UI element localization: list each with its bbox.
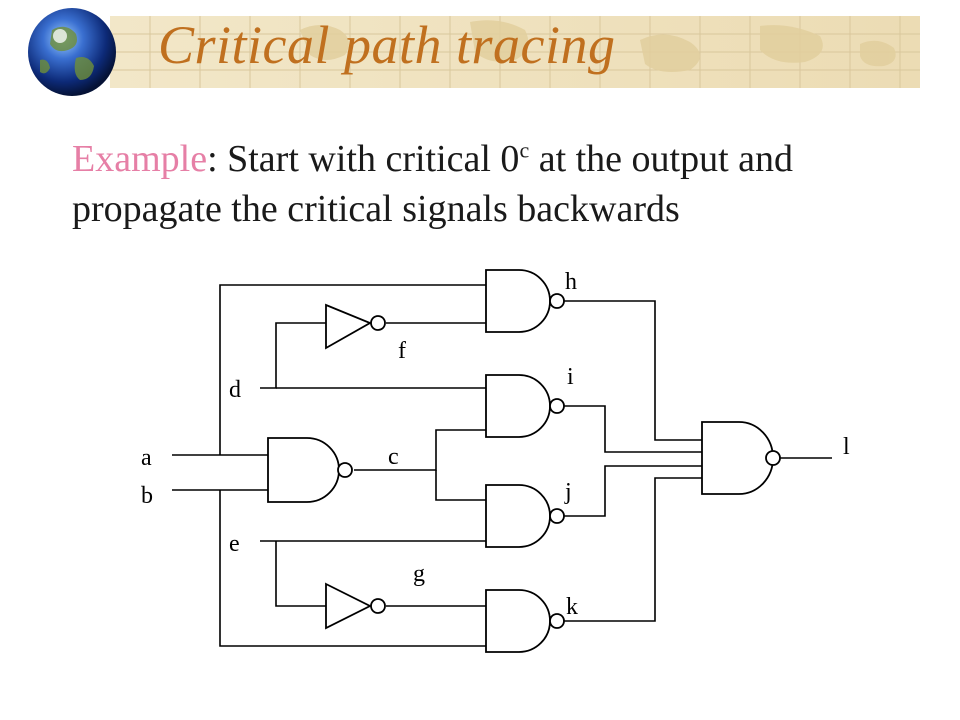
nand-gate-l	[701, 421, 774, 495]
nand-gate-h	[485, 269, 551, 333]
nand-gate-i-bubble	[549, 398, 565, 414]
signal-label-g: g	[413, 561, 425, 587]
critical-superscript: c	[519, 137, 530, 163]
signal-label-i: i	[567, 364, 574, 390]
wire-e-to-inverter	[275, 541, 326, 607]
signal-label-e: e	[229, 531, 240, 557]
wire-h	[564, 300, 702, 441]
body-text-part2: at the output and	[529, 138, 794, 180]
body-text-part1: : Start with critical 0	[207, 138, 520, 180]
wire-k	[564, 477, 702, 622]
wire-d-to-inverter	[260, 322, 326, 389]
inverter-g	[325, 582, 373, 630]
signal-label-l: l	[843, 434, 850, 460]
nand-gate-l-bubble	[765, 450, 781, 466]
wire-e	[219, 490, 486, 647]
globe-highlight	[53, 29, 67, 43]
nand-gate-k	[485, 589, 551, 653]
signal-label-d: d	[229, 377, 241, 403]
example-label: Example	[72, 138, 208, 180]
slide-body: Example: Start with critical 0c at the o…	[72, 134, 932, 234]
wire-i	[564, 405, 702, 453]
inverter-g-bubble	[370, 598, 386, 614]
nand-gate-k-bubble	[549, 613, 565, 629]
signal-label-a: a	[141, 445, 152, 471]
wire-c-to-gate-j	[435, 470, 486, 501]
nand-gate-c-bubble	[337, 462, 353, 478]
inverter-f-bubble	[370, 315, 386, 331]
map-continents	[300, 20, 896, 72]
wire-c-to-gate-i	[354, 429, 486, 471]
signal-label-k: k	[566, 594, 578, 620]
wire-j	[564, 465, 702, 517]
signal-label-f: f	[398, 338, 406, 364]
signal-label-h: h	[565, 269, 577, 295]
inverter-f	[325, 303, 373, 350]
nand-gate-j	[485, 484, 551, 548]
logic-circuit: a b c d e f g h i j k l	[141, 269, 850, 653]
nand-gate-j-bubble	[549, 508, 565, 524]
body-text-line2: propagate the critical signals backwards	[72, 188, 680, 230]
title-background	[28, 8, 920, 96]
slide-title: Critical path tracing	[158, 15, 616, 75]
globe-icon	[28, 8, 116, 96]
wire-d	[219, 284, 486, 455]
nand-gate-c	[267, 437, 340, 503]
nand-gate-i	[485, 374, 551, 438]
signal-label-b: b	[141, 483, 153, 509]
signal-label-c: c	[388, 444, 399, 470]
nand-gate-h-bubble	[549, 293, 565, 309]
signal-label-j: j	[564, 479, 572, 505]
circuit-wires	[172, 284, 832, 647]
